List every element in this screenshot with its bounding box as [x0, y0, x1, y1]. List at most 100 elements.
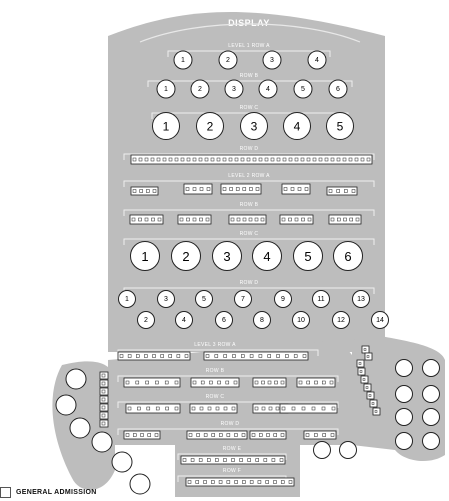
level-2-row-d-table[interactable]	[215, 311, 233, 329]
side-seat[interactable]	[357, 367, 366, 376]
seat[interactable]	[254, 217, 259, 222]
seat[interactable]	[231, 406, 236, 411]
seat[interactable]	[199, 406, 204, 411]
seat[interactable]	[156, 157, 161, 162]
level-3-row-d-block[interactable]	[186, 430, 248, 440]
seat[interactable]	[101, 397, 106, 402]
seat[interactable]	[275, 406, 280, 411]
level-1-row-b-table[interactable]	[258, 79, 278, 99]
round-table[interactable]	[339, 441, 357, 459]
seat[interactable]	[304, 187, 309, 191]
seat[interactable]	[198, 157, 203, 162]
seat[interactable]	[145, 380, 149, 385]
seat[interactable]	[344, 189, 348, 193]
level-2-row-a-block[interactable]	[130, 186, 159, 196]
level-2-row-a-block[interactable]	[326, 186, 358, 196]
level-3-row-a-block[interactable]	[117, 351, 191, 361]
seat[interactable]	[248, 217, 253, 222]
level-2-row-d-table[interactable]	[371, 311, 389, 329]
seat[interactable]	[188, 433, 193, 437]
seat[interactable]	[229, 187, 233, 191]
level-3-row-b-block[interactable]	[252, 377, 287, 388]
seat[interactable]	[152, 189, 157, 193]
seat[interactable]	[185, 187, 190, 191]
level-1-row-c-table[interactable]	[196, 112, 224, 140]
seat[interactable]	[291, 406, 296, 411]
side-seat[interactable]	[361, 345, 370, 354]
seat[interactable]	[348, 157, 353, 162]
seat[interactable]	[322, 433, 326, 437]
seat[interactable]	[302, 354, 307, 358]
seat[interactable]	[176, 354, 181, 358]
side-seat[interactable]	[356, 359, 365, 368]
side-seat[interactable]	[366, 391, 375, 400]
level-2-row-b-block[interactable]	[279, 214, 314, 225]
seat[interactable]	[276, 157, 281, 162]
level-2-row-d-table[interactable]	[312, 290, 330, 308]
seat[interactable]	[359, 370, 363, 373]
seat[interactable]	[281, 217, 286, 222]
level-1-row-a-table[interactable]	[218, 50, 238, 70]
seat[interactable]	[174, 157, 179, 162]
seat[interactable]	[358, 362, 362, 365]
seat[interactable]	[283, 187, 288, 191]
seat[interactable]	[223, 458, 227, 462]
seat[interactable]	[337, 217, 341, 222]
level-2-row-d-table[interactable]	[157, 290, 175, 308]
level-2-row-d-table[interactable]	[253, 311, 271, 329]
level-1-row-b-table[interactable]	[224, 79, 244, 99]
seat[interactable]	[182, 458, 187, 462]
level-2-row-d-table[interactable]	[234, 290, 252, 308]
seat[interactable]	[263, 458, 268, 462]
round-table[interactable]	[55, 394, 77, 416]
seat[interactable]	[215, 406, 220, 411]
level-2-row-c-table[interactable]	[293, 241, 323, 271]
seat[interactable]	[314, 380, 318, 385]
seat[interactable]	[271, 458, 276, 462]
seat[interactable]	[288, 157, 293, 162]
seat[interactable]	[179, 217, 184, 222]
seat[interactable]	[157, 217, 162, 222]
seat[interactable]	[146, 189, 150, 193]
seat[interactable]	[249, 480, 254, 484]
round-table[interactable]	[111, 451, 133, 473]
seat[interactable]	[266, 433, 270, 437]
seat[interactable]	[290, 187, 295, 191]
seat[interactable]	[101, 373, 106, 378]
round-table[interactable]	[422, 408, 440, 426]
seat[interactable]	[190, 458, 195, 462]
seat[interactable]	[228, 157, 233, 162]
level-1-row-a-table[interactable]	[262, 50, 282, 70]
seat[interactable]	[234, 157, 239, 162]
seat[interactable]	[235, 187, 240, 191]
side-seat[interactable]	[99, 387, 109, 396]
round-table[interactable]	[422, 359, 440, 377]
seat[interactable]	[306, 380, 310, 385]
seat[interactable]	[233, 380, 238, 385]
level-2-row-a-block[interactable]	[183, 183, 213, 195]
seat[interactable]	[138, 217, 142, 222]
seat[interactable]	[132, 157, 137, 162]
seat[interactable]	[241, 354, 245, 358]
seat[interactable]	[311, 406, 316, 411]
side-seat[interactable]	[369, 399, 378, 408]
seat[interactable]	[195, 480, 200, 484]
level-1-row-b-table[interactable]	[156, 79, 176, 99]
seat[interactable]	[226, 433, 231, 437]
seat[interactable]	[218, 480, 223, 484]
level-2-row-d-table[interactable]	[332, 311, 350, 329]
seat[interactable]	[219, 433, 223, 437]
seat[interactable]	[255, 458, 259, 462]
seat[interactable]	[101, 421, 106, 426]
seat[interactable]	[231, 458, 235, 462]
seat[interactable]	[192, 217, 197, 222]
seat[interactable]	[155, 406, 160, 411]
level-2-row-c-table[interactable]	[333, 241, 363, 271]
seat[interactable]	[230, 217, 235, 222]
seat[interactable]	[355, 217, 360, 222]
seat[interactable]	[363, 348, 367, 351]
seat[interactable]	[297, 187, 302, 191]
seat[interactable]	[207, 458, 211, 462]
round-table[interactable]	[65, 368, 87, 390]
seat[interactable]	[222, 187, 227, 191]
